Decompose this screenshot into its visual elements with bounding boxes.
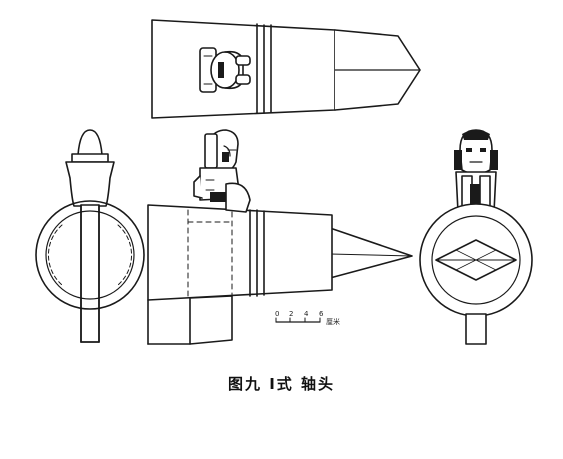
top-view	[151, 19, 421, 119]
end-view-back	[35, 129, 145, 343]
side-view	[147, 129, 413, 345]
scale-tick-4: 4	[304, 310, 309, 318]
scale-unit: 厘米	[326, 317, 340, 326]
scale-tick-0: 0	[275, 310, 279, 318]
scale-tick-2: 2	[289, 310, 293, 318]
figure-front-view	[454, 129, 498, 213]
seated-figure-side	[193, 129, 251, 213]
scale-tick-6: 6	[319, 310, 324, 318]
figure-caption: 图九 Ⅰ式 轴头	[227, 375, 336, 393]
end-view-front	[419, 129, 533, 345]
figure-top-view	[199, 47, 251, 93]
scale-bar	[275, 317, 321, 323]
